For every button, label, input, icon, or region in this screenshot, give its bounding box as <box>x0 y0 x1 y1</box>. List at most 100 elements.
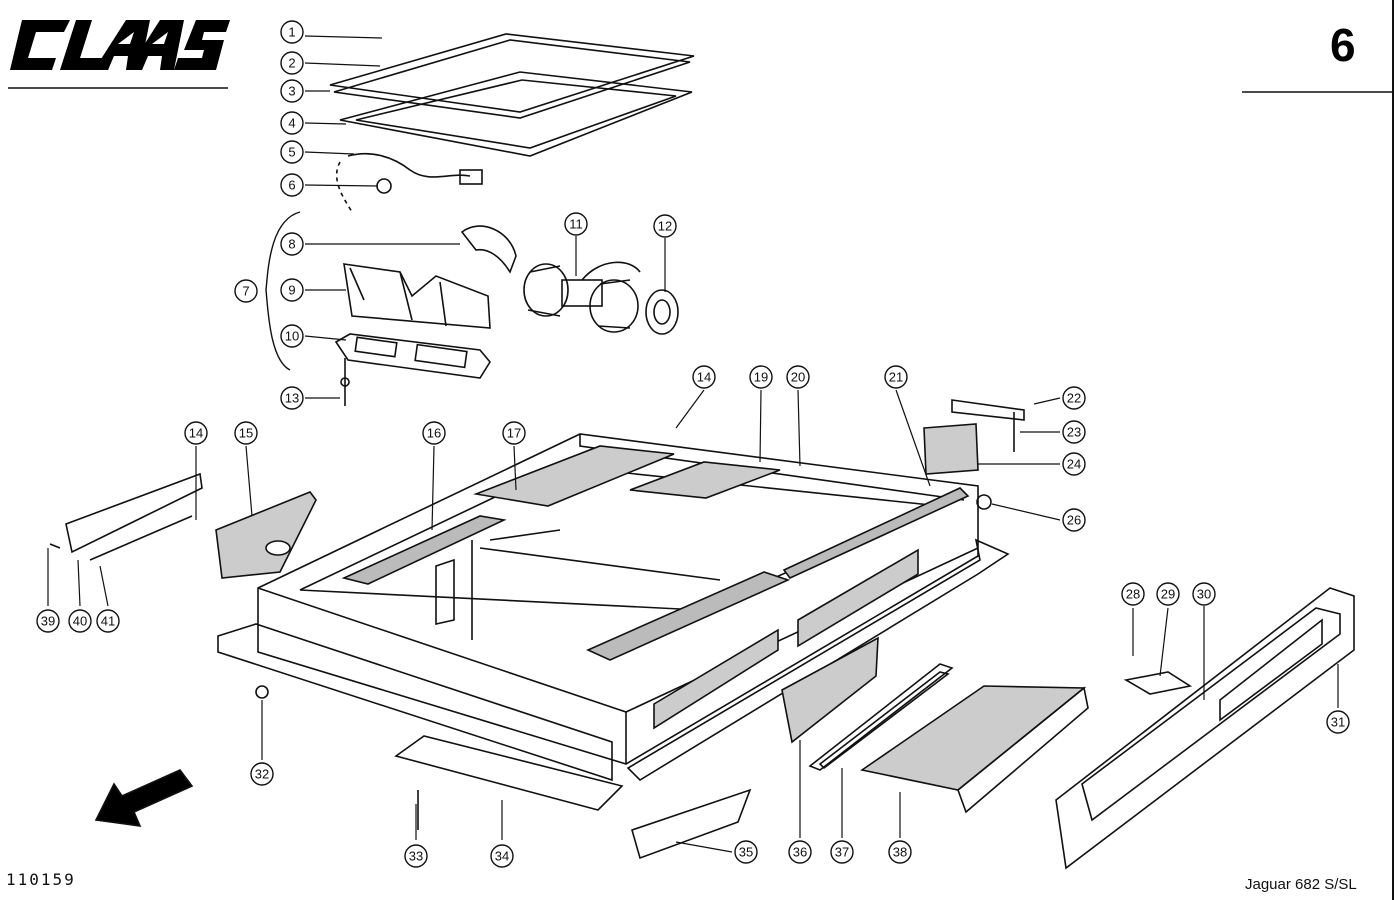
callout-20: 20 <box>786 365 810 389</box>
clip-29 <box>1123 671 1193 695</box>
callout-40: 40 <box>68 609 92 633</box>
callout-2: 2 <box>280 51 304 75</box>
callout-label: 23 <box>1067 425 1081 440</box>
callout-label: 8 <box>288 237 295 252</box>
callout-36: 36 <box>788 840 812 864</box>
callout-label: 32 <box>255 767 269 782</box>
callout-label: 16 <box>427 426 441 441</box>
callout-label: 11 <box>569 217 583 232</box>
callout-29: 29 <box>1156 582 1180 606</box>
callout-label: 6 <box>288 178 295 193</box>
callout-17: 17 <box>502 421 526 445</box>
callout-24: 24 <box>1062 452 1086 476</box>
filter-frames <box>781 636 1089 814</box>
callout-label: 4 <box>288 116 295 131</box>
callout-33: 33 <box>404 844 428 868</box>
callout-39: 39 <box>36 609 60 633</box>
callout-41: 41 <box>96 609 120 633</box>
callout-label: 20 <box>791 370 805 385</box>
nut-26 <box>976 494 992 510</box>
callout-7: 7 <box>234 279 258 303</box>
callout-38: 38 <box>888 840 912 864</box>
callout-label: 26 <box>1067 513 1081 528</box>
callout-30: 30 <box>1192 582 1216 606</box>
callout-label: 5 <box>288 145 295 160</box>
callout-12: 12 <box>653 214 677 238</box>
callout-11: 11 <box>564 212 588 236</box>
callout-label: 13 <box>285 391 299 406</box>
callout-6: 6 <box>280 173 304 197</box>
arrow-icon <box>94 769 194 827</box>
blower-motor <box>523 261 679 335</box>
callout-label: 17 <box>507 426 521 441</box>
callout-13: 13 <box>280 386 304 410</box>
leader-lines <box>47 35 1339 853</box>
callout-label: 10 <box>285 329 299 344</box>
group-bracket <box>265 211 301 371</box>
callout-label: 34 <box>495 849 509 864</box>
side-cover <box>215 491 317 579</box>
callout-label: 33 <box>409 849 423 864</box>
callout-26: 26 <box>1062 508 1086 532</box>
callout-label: 31 <box>1331 715 1345 730</box>
callout-8: 8 <box>280 232 304 256</box>
bracket-plate <box>923 399 1025 475</box>
callout-label: 22 <box>1067 391 1081 406</box>
callout-label: 19 <box>754 370 768 385</box>
callout-34: 34 <box>490 844 514 868</box>
model-label: Jaguar 682 S/SL <box>1245 876 1357 893</box>
callout-9: 9 <box>280 278 304 302</box>
callout-label: 14 <box>697 370 711 385</box>
drawing-number: 110159 <box>6 870 76 889</box>
side-rail-left <box>49 472 203 561</box>
callout-label: 35 <box>739 845 753 860</box>
callout-label: 36 <box>793 845 807 860</box>
roof-panel <box>329 33 695 157</box>
callout-14: 14 <box>184 421 208 445</box>
callout-label: 3 <box>288 84 295 99</box>
callout-label: 24 <box>1067 457 1081 472</box>
nut-32 <box>255 685 269 699</box>
callout-32: 32 <box>250 762 274 786</box>
wiring-harness <box>335 152 483 213</box>
callout-28: 28 <box>1121 582 1145 606</box>
blower-housing <box>334 225 517 379</box>
callout-16: 16 <box>422 421 446 445</box>
callout-label: 37 <box>835 845 849 860</box>
callout-37: 37 <box>830 840 854 864</box>
page-number: 6 <box>1330 19 1356 71</box>
main-frame <box>217 433 1010 782</box>
callout-label: 7 <box>242 284 249 299</box>
filter-mat <box>341 445 970 661</box>
callout-4: 4 <box>280 111 304 135</box>
callout-label: 28 <box>1126 587 1140 602</box>
callout-label: 39 <box>41 614 55 629</box>
side-openings <box>653 548 919 730</box>
callout-22: 22 <box>1062 386 1086 410</box>
lower-rails <box>394 735 752 860</box>
callout-label: 9 <box>288 283 295 298</box>
claas-logo <box>10 20 230 70</box>
callout-label: 30 <box>1197 587 1211 602</box>
callout-14: 14 <box>692 365 716 389</box>
callout-label: 12 <box>658 219 672 234</box>
callout-label: 15 <box>239 426 253 441</box>
callout-label: 1 <box>288 25 295 40</box>
callout-label: 21 <box>889 370 903 385</box>
callout-19: 19 <box>749 365 773 389</box>
callout-5: 5 <box>280 140 304 164</box>
callout-23: 23 <box>1062 420 1086 444</box>
callout-21: 21 <box>884 365 908 389</box>
callout-label: 2 <box>288 56 295 71</box>
bolt-13 <box>340 358 350 406</box>
callout-label: 29 <box>1161 587 1175 602</box>
callout-31: 31 <box>1326 710 1350 734</box>
callout-label: 14 <box>189 426 203 441</box>
callout-label: 41 <box>101 614 115 629</box>
trim-panel <box>1055 587 1355 870</box>
callout-10: 10 <box>280 324 304 348</box>
callout-35: 35 <box>734 840 758 864</box>
callout-3: 3 <box>280 79 304 103</box>
